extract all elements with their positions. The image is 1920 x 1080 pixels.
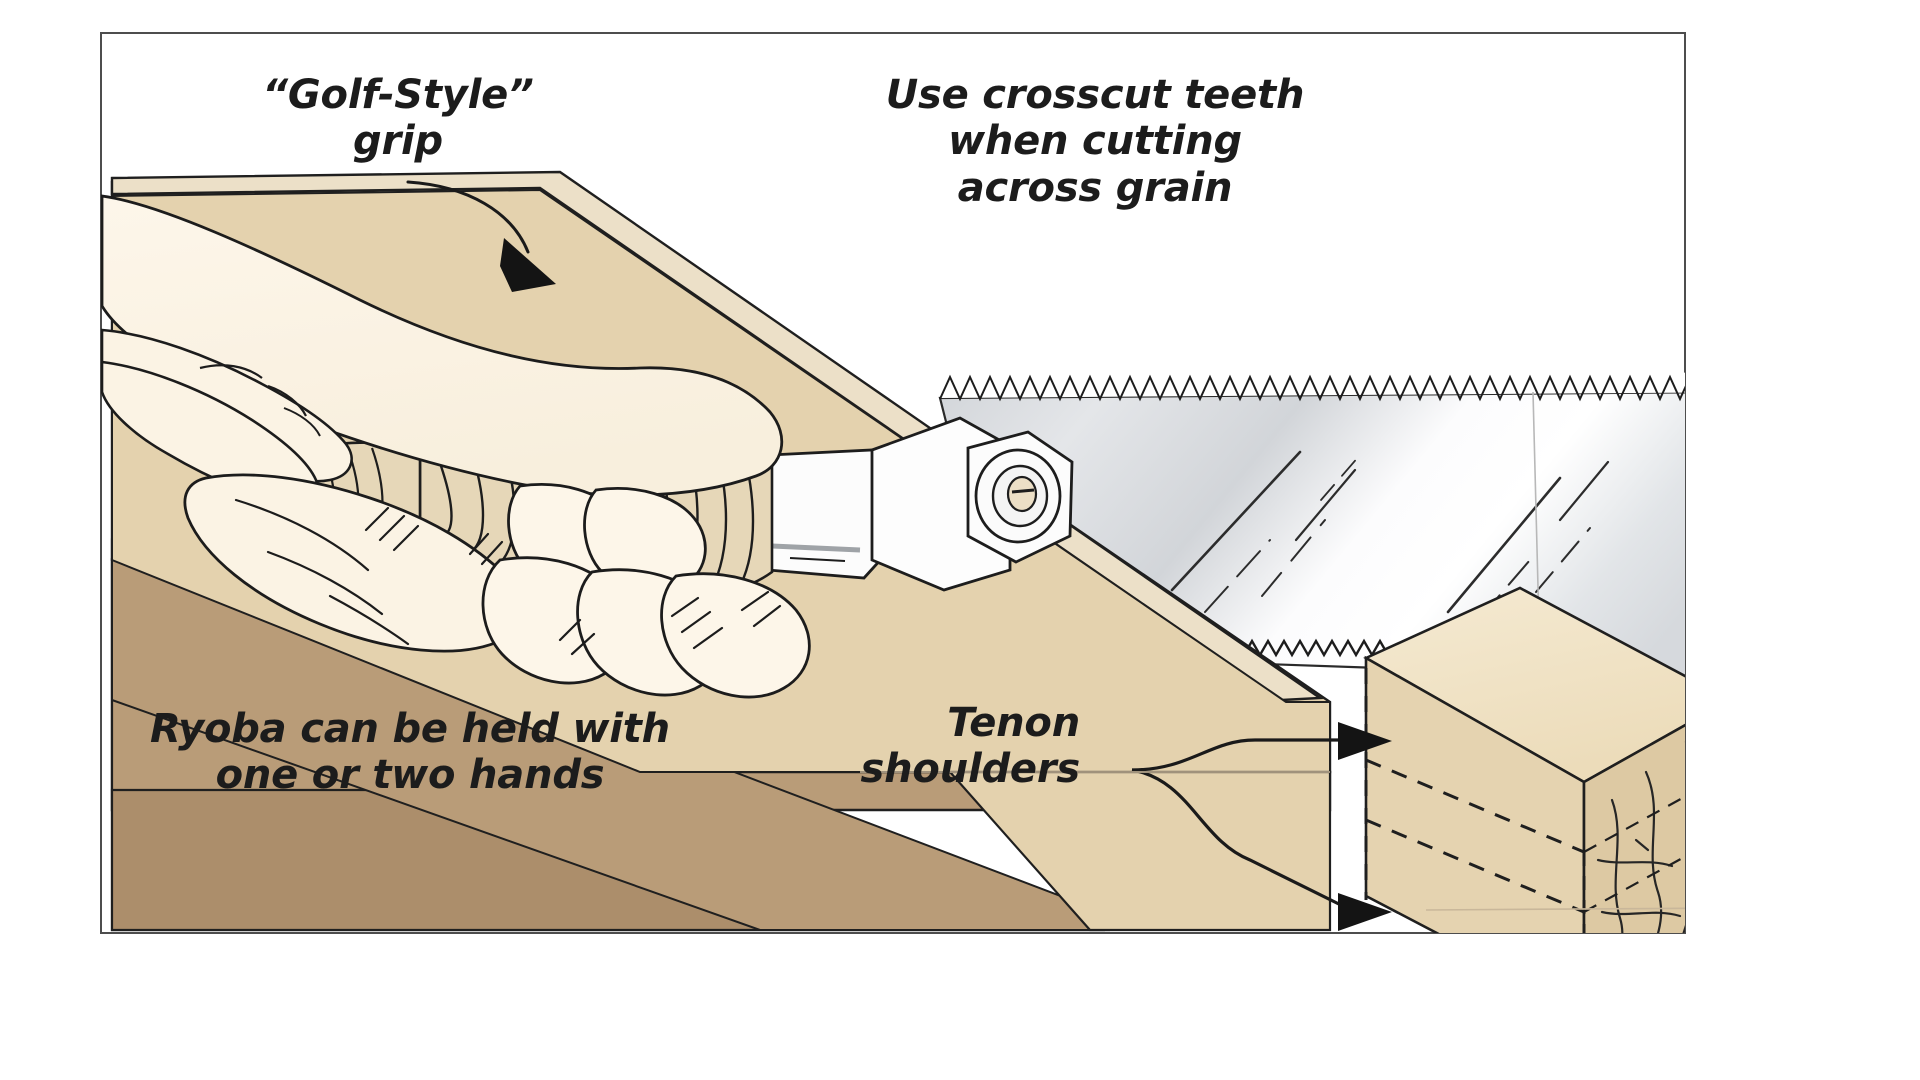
callout-ryoba-hands: Ryoba can be held with one or two hands [150, 706, 670, 799]
callout-golf-style-grip: “Golf-Style” grip [262, 72, 534, 165]
callout-tenon-shoulders: Tenon shoulders [860, 700, 1081, 793]
saw-blade-tail [1706, 392, 1768, 750]
blade-tail-teeth [1706, 724, 1776, 737]
callout-crosscut-teeth: Use crosscut teeth when cutting across g… [885, 72, 1305, 211]
